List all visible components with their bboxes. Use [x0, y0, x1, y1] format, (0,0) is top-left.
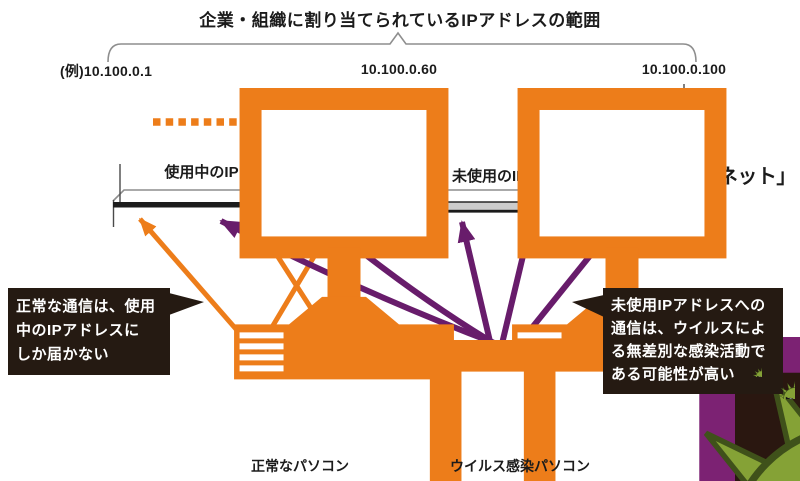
normal-traffic-callout: 正常な通信は、使用 中のIPアドレスに しか届かない [8, 288, 204, 375]
infected-pc-caption: ウイルス感染パソコン [450, 458, 590, 474]
ip-address-mid: 10.100.0.60 [360, 61, 438, 77]
diagram-title: 企業・組織に割り当てられているIPアドレスの範囲 [199, 11, 601, 30]
virus-traffic-callout: 未使用IPアドレスへの 通信は、ウイルスによ る無差別な感染活動で ある可能性が… [572, 288, 783, 394]
callout-tail [169, 293, 204, 315]
normal-pc-caption: 正常なパソコン [251, 458, 349, 474]
top-brace [107, 31, 697, 63]
ip-address-start: (例)10.100.0.1 [60, 63, 153, 79]
callout-line: 正常な通信は、使用 [16, 298, 156, 315]
ip-address-end: 10.100.0.100 [641, 61, 727, 77]
callout-line: 中のIPアドレスに [16, 322, 140, 339]
callout-line: る無差別な感染活動で [611, 343, 767, 360]
callout-tail [572, 295, 604, 317]
virus-traffic-arrow-3 [457, 220, 495, 351]
callout-line: しか届かない [16, 346, 110, 363]
pc-icon-top-left [234, 99, 454, 379]
callout-line: 通信は、ウイルスによ [611, 320, 767, 337]
callout-line: 未使用IPアドレスへの [611, 297, 766, 314]
normal-traffic-arrow-1 [138, 217, 251, 346]
virus-icon-medium [777, 381, 795, 399]
callout-line: ある可能性が高い [611, 366, 736, 383]
